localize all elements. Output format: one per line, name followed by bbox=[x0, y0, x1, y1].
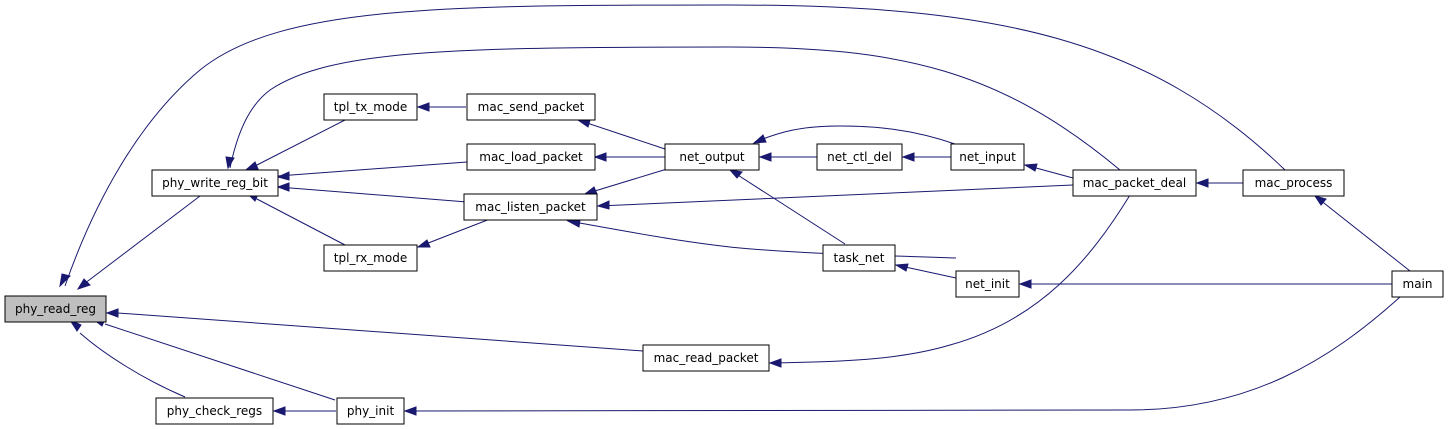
node-label: net_input bbox=[959, 150, 1016, 164]
node-label: mac_send_packet bbox=[478, 100, 585, 114]
node-mac-read-packet[interactable]: mac_read_packet bbox=[642, 344, 770, 372]
arrowhead-phy-init bbox=[403, 406, 417, 416]
node-label: phy_read_reg bbox=[15, 302, 96, 316]
arrowhead-phy-read-reg bbox=[105, 308, 119, 318]
node-label: mac_packet_deal bbox=[1083, 176, 1187, 190]
arrowhead-phy-write-reg-bit bbox=[276, 182, 290, 192]
edge-mac-read-packet-to-phy-read-reg bbox=[117, 312, 644, 352]
node-mac-process[interactable]: mac_process bbox=[1242, 169, 1345, 197]
node-label: mac_read_packet bbox=[654, 351, 759, 365]
node-phy-init[interactable]: phy_init bbox=[336, 397, 405, 425]
function-nodes: phy_read_reg phy_write_reg_bit phy_check… bbox=[4, 93, 1444, 425]
edge-main-to-phy-init bbox=[404, 296, 1401, 412]
arrowhead-mac-load-packet bbox=[593, 152, 607, 162]
node-label: mac_listen_packet bbox=[475, 200, 586, 214]
arrowhead-net-output bbox=[752, 134, 767, 144]
call-arrowheads bbox=[59, 102, 1327, 416]
arrowhead-mac-listen-packet bbox=[596, 200, 610, 210]
node-label: net_output bbox=[679, 150, 745, 164]
arrowhead-mac-send-packet bbox=[576, 119, 591, 128]
node-label: mac_process bbox=[1255, 176, 1333, 190]
node-label: net_ctl_del bbox=[827, 150, 892, 164]
node-net-output[interactable]: net_output bbox=[664, 143, 760, 171]
arrowhead-mac-listen-packet bbox=[566, 219, 581, 228]
node-label: tpl_tx_mode bbox=[334, 100, 408, 114]
node-phy-check-regs[interactable]: phy_check_regs bbox=[155, 397, 274, 425]
arrowhead-net-init bbox=[1018, 279, 1032, 289]
edge-mac-packet-deal-to-mac-listen-packet bbox=[597, 184, 1074, 207]
edge-task-net-to-net-output bbox=[729, 169, 846, 245]
edge-main-to-mac-process bbox=[1314, 195, 1411, 272]
node-mac-listen-packet[interactable]: mac_listen_packet bbox=[463, 193, 598, 221]
arrowhead-phy-read-reg bbox=[59, 273, 71, 288]
node-task-net[interactable]: task_net bbox=[822, 244, 896, 272]
node-label: task_net bbox=[834, 251, 885, 265]
edge-mac-listen-packet-to-tpl-rx-mode bbox=[417, 218, 491, 248]
node-label: phy_check_regs bbox=[167, 404, 262, 418]
arrowhead-net-input bbox=[1023, 163, 1038, 172]
edge-phy-write-reg-bit-to-phy-read-reg bbox=[79, 195, 201, 288]
node-tpl-tx-mode[interactable]: tpl_tx_mode bbox=[323, 93, 418, 121]
edge-mac-load-packet-to-phy-write-reg-bit bbox=[277, 161, 468, 177]
edge-mac-packet-deal-to-phy-write-reg-bit bbox=[229, 46, 1121, 171]
edge-tpl-tx-mode-to-phy-write-reg-bit bbox=[254, 119, 346, 167]
edge-net-init-to-mac-listen-packet bbox=[567, 220, 957, 259]
arrowhead-net-ctl-del bbox=[901, 152, 915, 162]
arrowhead-net-output bbox=[758, 152, 772, 162]
node-label: mac_load_packet bbox=[479, 150, 583, 164]
node-mac-load-packet[interactable]: mac_load_packet bbox=[466, 143, 596, 171]
edge-mac-process-to-phy-read-reg bbox=[64, 4, 1286, 287]
arrowhead-mac-packet-deal bbox=[1195, 178, 1209, 188]
arrowhead-phy-read-reg bbox=[76, 278, 91, 290]
node-mac-packet-deal[interactable]: mac_packet_deal bbox=[1072, 169, 1197, 197]
node-main[interactable]: main bbox=[1391, 270, 1444, 298]
arrowhead-task-net bbox=[894, 263, 909, 272]
arrowhead-mac-listen-packet bbox=[583, 186, 598, 195]
arrowhead-mac-process bbox=[1313, 195, 1327, 206]
arrowhead-phy-write-reg-bit bbox=[225, 156, 235, 170]
node-net-init[interactable]: net_init bbox=[955, 270, 1020, 298]
node-phy-write-reg-bit[interactable]: phy_write_reg_bit bbox=[151, 169, 279, 197]
arrowhead-phy-write-reg-bit bbox=[245, 161, 259, 170]
arrowhead-net-output bbox=[728, 169, 743, 179]
arrowhead-tpl-rx-mode bbox=[416, 239, 431, 248]
arrowhead-phy-check-regs bbox=[272, 406, 286, 416]
node-mac-send-packet[interactable]: mac_send_packet bbox=[466, 93, 596, 121]
node-net-ctl-del[interactable]: net_ctl_del bbox=[816, 143, 903, 171]
node-net-input[interactable]: net_input bbox=[950, 143, 1025, 171]
arrowhead-mac-read-packet bbox=[768, 358, 782, 368]
edge-tpl-rx-mode-to-phy-write-reg-bit bbox=[254, 197, 346, 246]
edge-mac-listen-packet-to-phy-write-reg-bit bbox=[277, 186, 468, 203]
node-label: phy_write_reg_bit bbox=[162, 176, 268, 190]
edge-phy-check-regs-to-phy-read-reg bbox=[79, 332, 186, 398]
edge-net-output-to-mac-listen-packet bbox=[584, 168, 668, 195]
arrowhead-tpl-tx-mode bbox=[416, 102, 430, 112]
edge-phy-init-to-phy-read-reg bbox=[104, 323, 336, 401]
edge-net-output-to-mac-send-packet bbox=[577, 119, 666, 150]
arrowhead-phy-write-reg-bit bbox=[276, 171, 290, 181]
node-phy-read-reg[interactable]: phy_read_reg bbox=[4, 295, 107, 323]
node-label: net_init bbox=[965, 277, 1010, 291]
node-tpl-rx-mode[interactable]: tpl_rx_mode bbox=[323, 244, 418, 272]
edge-mac-packet-deal-to-mac-read-packet bbox=[769, 194, 1131, 364]
node-label: main bbox=[1403, 277, 1433, 291]
node-label: tpl_rx_mode bbox=[334, 251, 407, 265]
edge-net-input-to-net-output bbox=[754, 125, 959, 146]
node-label: phy_init bbox=[347, 404, 395, 418]
